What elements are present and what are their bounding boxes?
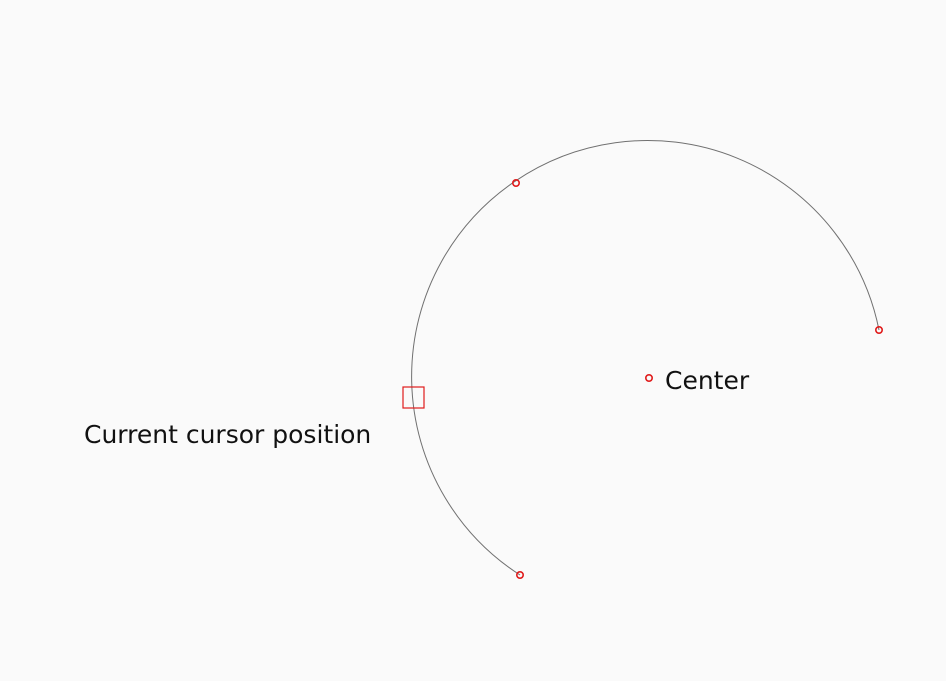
arc-start-point[interactable] bbox=[515, 570, 524, 579]
cursor-position-label: Current cursor position bbox=[84, 420, 372, 449]
arc-mid-point[interactable] bbox=[511, 179, 520, 188]
center-point[interactable] bbox=[644, 373, 653, 382]
arc-end-point[interactable] bbox=[874, 325, 883, 334]
cursor-marker bbox=[402, 386, 425, 409]
arc-path bbox=[411, 140, 880, 576]
center-label: Center bbox=[665, 366, 750, 395]
